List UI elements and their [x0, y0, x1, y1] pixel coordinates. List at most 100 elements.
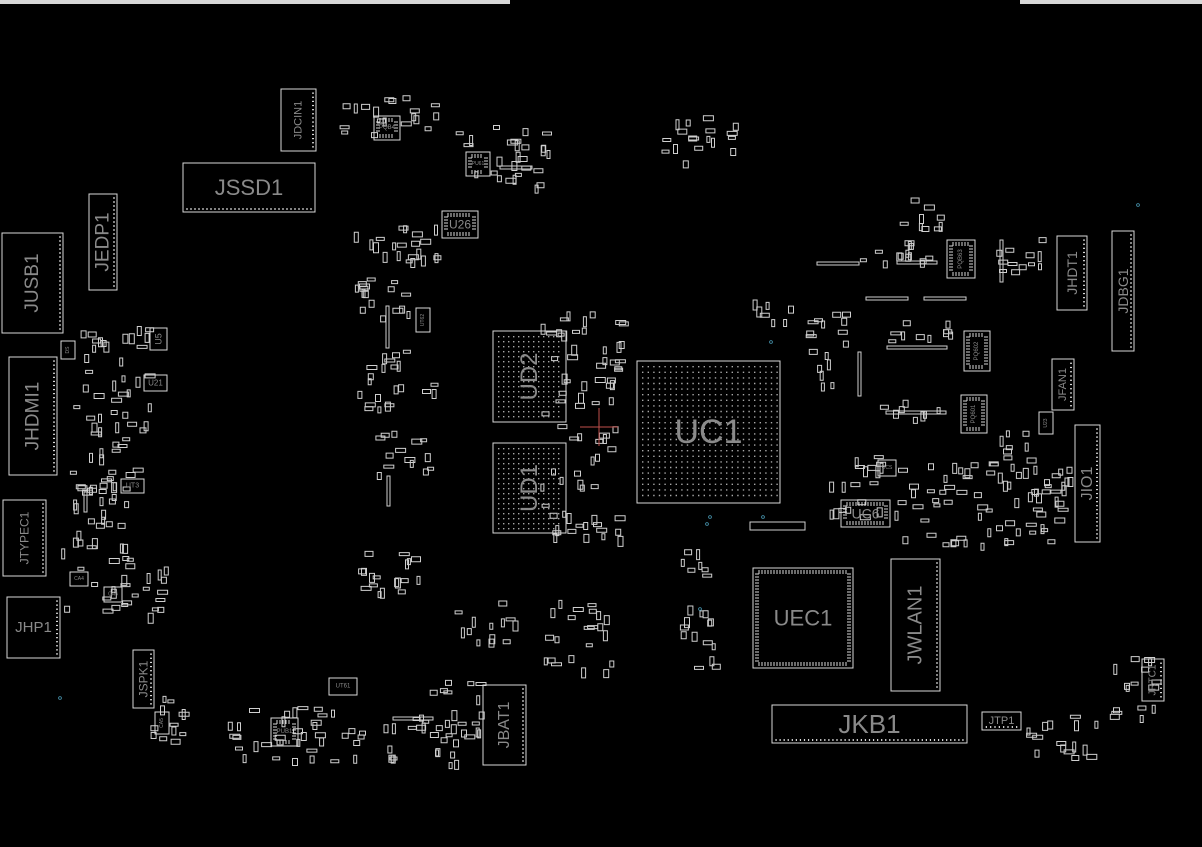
component-outline — [6, 596, 61, 659]
component-pu61[interactable]: PU61 — [465, 151, 491, 177]
component-label: JDBG1 — [1115, 268, 1131, 313]
component-label: CA6 — [108, 592, 118, 598]
component-label: JBAT1 — [496, 701, 513, 748]
component-label: U26 — [449, 218, 471, 232]
component-ucs[interactable]: UCS — [877, 459, 897, 477]
component-label: UC6 — [851, 506, 879, 522]
top-scroll-indicator-left[interactable] — [0, 0, 510, 4]
component-ut62[interactable]: UT62 — [415, 307, 431, 333]
component-label: JDCIN1 — [293, 101, 305, 140]
component-outline — [270, 717, 299, 747]
component-ca6[interactable]: CA6 — [103, 586, 123, 603]
component-outline — [373, 115, 401, 141]
component-label: JSSD1 — [215, 175, 283, 200]
component-label: JSPK1 — [137, 660, 151, 697]
component-outline — [1056, 235, 1088, 311]
component-label: PQ601 — [971, 404, 977, 423]
component-label: JFAN1 — [1057, 368, 1069, 401]
component-label: JIO1 — [1079, 467, 1096, 501]
component-outline — [752, 567, 854, 669]
component-pqb63[interactable]: PQB63 — [946, 239, 976, 279]
component-ut61[interactable]: UT61 — [328, 677, 358, 696]
component-label: PU61 — [472, 161, 485, 167]
component-label: JTP1 — [989, 715, 1015, 727]
component-label: JKB1 — [838, 709, 900, 739]
component-ca4[interactable]: CA4 — [69, 571, 89, 587]
component-outline — [946, 239, 976, 279]
component-outline — [492, 330, 567, 423]
component-outline — [69, 571, 89, 587]
top-scroll-indicator-right[interactable] — [1020, 0, 1202, 4]
component-label: JTYPEC1 — [18, 511, 32, 564]
component-jio1[interactable]: JIO1 — [1074, 424, 1101, 543]
component-jssd1[interactable]: JSSD1 — [182, 162, 316, 213]
component-label: PQB4 — [379, 125, 396, 131]
component-label: UT61 — [336, 684, 351, 690]
component-outline — [149, 327, 168, 351]
component-label: PUB1 — [277, 729, 293, 735]
component-jusb1[interactable]: JUSB1 — [1, 232, 64, 334]
component-label: UC1 — [674, 413, 742, 451]
component-ut3[interactable]: UT3 — [120, 478, 145, 494]
component-outline — [280, 88, 317, 152]
component-pq601[interactable]: PQ601 — [960, 394, 988, 434]
component-jtp1[interactable]: JTP1 — [981, 711, 1022, 731]
component-u5[interactable]: U5 — [149, 327, 168, 351]
component-ds[interactable]: DS — [60, 340, 76, 360]
component-pqb4[interactable]: PQB4 — [373, 115, 401, 141]
component-label: U23 — [1043, 418, 1049, 427]
component-outline — [1038, 411, 1054, 435]
component-pq602[interactable]: PQ602 — [963, 330, 991, 372]
component-pub1[interactable]: PUB1 — [270, 717, 299, 747]
component-outline — [890, 558, 941, 692]
component-outline — [492, 442, 567, 534]
component-label: JRTC1 — [1148, 664, 1159, 695]
component-jwlan1[interactable]: JWLAN1 — [890, 558, 941, 692]
component-jrtc1[interactable]: JRTC1 — [1141, 658, 1165, 702]
component-jdbg1[interactable]: JDBG1 — [1111, 230, 1135, 352]
component-label: U21 — [148, 379, 163, 388]
component-jedp1[interactable]: JEDP1 — [88, 193, 118, 291]
component-ud2[interactable]: UD2 — [492, 330, 567, 423]
component-u26[interactable]: U26 — [441, 210, 479, 239]
small-passive-parts — [61, 95, 1162, 770]
component-label: JUSB1 — [22, 253, 43, 312]
component-u21[interactable]: U21 — [143, 374, 168, 392]
via-markers — [58, 203, 1140, 700]
component-ud1[interactable]: UD1 — [492, 442, 567, 534]
component-label: JEDP1 — [93, 212, 114, 271]
component-outline — [1, 232, 64, 334]
component-u23[interactable]: U23 — [1038, 411, 1054, 435]
component-label: UD1 — [516, 464, 543, 512]
component-jfan1[interactable]: JFAN1 — [1051, 358, 1075, 411]
component-jdcin1[interactable]: JDCIN1 — [280, 88, 317, 152]
component-label: JHDT1 — [1064, 251, 1080, 295]
component-jtypec1[interactable]: JTYPEC1 — [2, 499, 47, 577]
component-ca5[interactable]: CA5 — [154, 711, 170, 735]
component-jbat1[interactable]: JBAT1 — [482, 684, 527, 766]
component-label: PQB63 — [958, 249, 964, 269]
component-uec1[interactable]: UEC1 — [752, 567, 854, 669]
component-outline — [963, 330, 991, 372]
component-outline — [60, 340, 76, 360]
component-label: UD2 — [516, 352, 543, 400]
component-outline — [441, 210, 479, 239]
component-outline — [103, 586, 123, 603]
component-label: JWLAN1 — [905, 586, 927, 665]
component-outline — [1051, 358, 1075, 411]
component-outline — [465, 151, 491, 177]
component-jhdt1[interactable]: JHDT1 — [1056, 235, 1088, 311]
component-jkb1[interactable]: JKB1 — [771, 704, 968, 744]
component-label: JHDMI1 — [23, 382, 44, 451]
component-uc6[interactable]: UC6 — [840, 499, 891, 528]
component-jspk1[interactable]: JSPK1 — [132, 649, 155, 709]
component-outline — [771, 704, 968, 744]
component-uc1[interactable]: UC1 — [636, 360, 781, 504]
component-outline — [877, 459, 897, 477]
component-jhp1[interactable]: JHP1 — [6, 596, 61, 659]
component-jhdmi1[interactable]: JHDMI1 — [8, 356, 58, 476]
component-outline — [154, 711, 170, 735]
